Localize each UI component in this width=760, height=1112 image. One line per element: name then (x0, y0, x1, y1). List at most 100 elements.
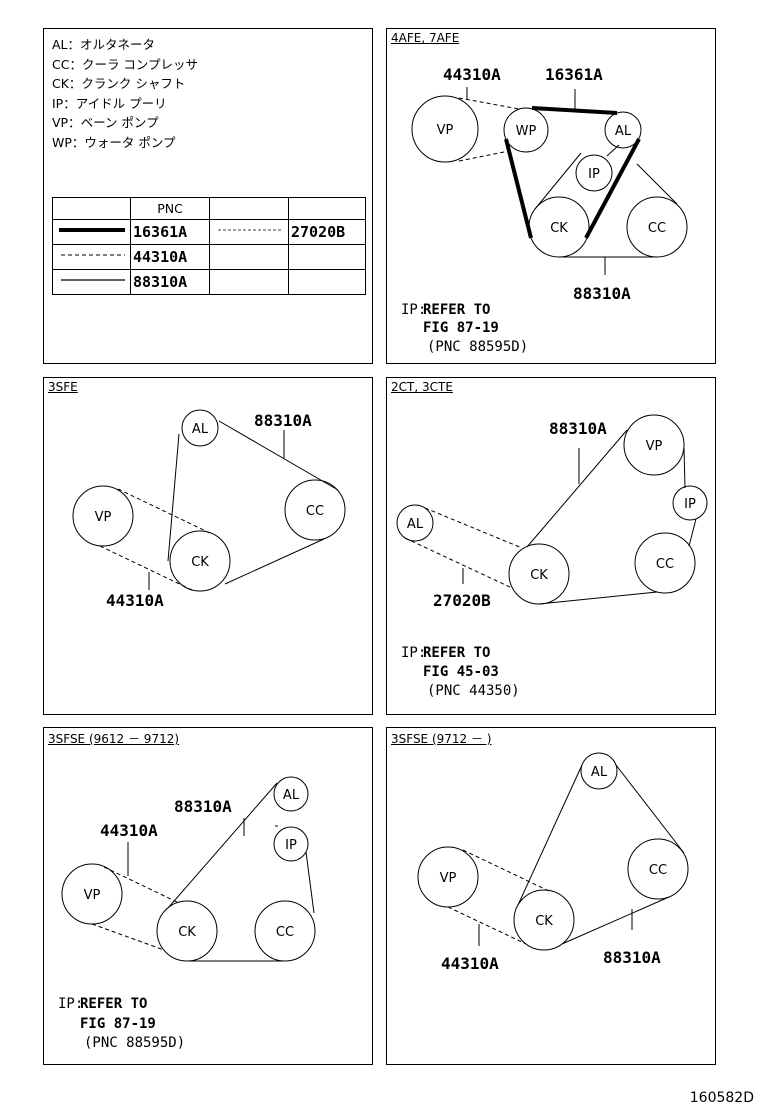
belt-diagram-3sfse-a: AL IP VP CK CC 88310A 44310A IP: REFER T… (58, 776, 316, 1051)
belt-88310a (615, 764, 685, 854)
label-ip: IP (285, 838, 297, 853)
belt-88310a (561, 896, 670, 945)
legend-panel: AL：オルタネータ CC：クーラ コンプレッサ CK：クランク シャフト IP：… (43, 28, 373, 364)
part-88310a: 88310A (174, 797, 232, 816)
label-ck: CK (550, 221, 568, 236)
label-ck: CK (191, 555, 209, 570)
label-ip: IP (684, 497, 696, 512)
cc-pulley (634, 532, 696, 594)
label-al: AL (407, 517, 424, 532)
belt-88310a (636, 163, 678, 205)
engine-tag: 3SFSE (9712 － ) (391, 732, 492, 746)
label-cc: CC (656, 557, 674, 572)
vp-pulley (623, 414, 685, 476)
part-27020b: 27020B (433, 591, 491, 610)
empty-cell (288, 244, 366, 270)
panel-2ct: 2CT, 3CTE VP IP AL CK CC 88310A 27020B I… (386, 377, 716, 715)
al-pulley (580, 752, 618, 790)
al-pulley (181, 409, 219, 447)
legend-item-vp: VP：ベーン ポンプ (52, 115, 159, 130)
ip-ref-line3: (PNC 88595D) (427, 339, 528, 355)
belt-44310a (99, 545, 193, 591)
belt-88310a (218, 420, 339, 491)
dashed-thin-swatch (209, 219, 289, 245)
pnc-header: PNC (130, 197, 210, 220)
label-al: AL (283, 788, 300, 803)
pnc-header-blank-2 (209, 197, 289, 220)
legend-item-ck: CK：クランク シャフト (52, 76, 186, 91)
cc-pulley (284, 479, 346, 541)
thick-line-swatch (52, 219, 131, 245)
belt-16361a (504, 138, 533, 239)
belt-88310a (224, 538, 325, 585)
legend-item-wp: WP：ウォータ ポンプ (52, 134, 176, 150)
ip-ref-prefix: IP: (401, 302, 426, 318)
ip-ref-line2: FIG 87-19 (80, 1016, 156, 1032)
part-88310a: 88310A (573, 284, 631, 303)
ck-pulley (513, 889, 575, 951)
part-88310a: 88310A (254, 411, 312, 430)
figure-number: 160582D (689, 1090, 754, 1106)
ip-ref-line2: FIG 87-19 (423, 320, 499, 336)
engine-tag: 2CT, 3CTE (391, 380, 453, 394)
part-44310a: 44310A (443, 65, 501, 84)
part-88310a: 88310A (549, 419, 607, 438)
belt-88310a (167, 782, 278, 909)
label-al: AL (615, 124, 632, 139)
ip-ref-line1: REFER TO (423, 302, 490, 318)
dashed-line-swatch (52, 244, 131, 270)
belt-44310a (117, 488, 213, 535)
ip-ref-line3: (PNC 44350) (427, 683, 520, 699)
vp-pulley (72, 485, 134, 547)
al-pulley (396, 504, 434, 542)
pnc-thin-value: 88310A (130, 269, 210, 295)
legend-item-cc: CC：クーラ コンプレッサ (52, 56, 199, 72)
belt-88310a (534, 152, 582, 210)
pnc-header-blank-3 (288, 197, 366, 220)
legend-item-ip: IP：アイドル プーリ (52, 95, 167, 111)
ip-ref-prefix: IP: (58, 996, 83, 1012)
belt-16361a (584, 138, 641, 239)
ip-pulley (273, 826, 309, 862)
al-pulley (273, 776, 309, 812)
belt-88310a (683, 447, 686, 489)
label-wp: WP (516, 124, 537, 139)
engine-tag: 3SFE (48, 380, 78, 394)
belt-44310a (91, 923, 165, 951)
pnc-table: PNC 16361A 27020B 44310A 88310A (52, 197, 366, 295)
label-ck: CK (178, 925, 196, 940)
belt-27020b (424, 507, 523, 549)
label-vp: VP (646, 439, 663, 454)
belt-88310a (606, 144, 620, 157)
belt-diagram-4afe: VP WP AL IP CK CC 44310A 16361A 88310A I… (401, 65, 688, 355)
part-16361a: 16361A (545, 65, 603, 84)
al-pulley (604, 111, 642, 149)
panel-3sfse-b: 3SFSE (9712 － ) AL VP CC CK 44310A 88310… (386, 727, 716, 1065)
belt-88310a (517, 764, 583, 906)
belt-88310a (305, 851, 315, 914)
cc-pulley (627, 838, 689, 900)
label-vp: VP (95, 510, 112, 525)
belt-44310a (462, 849, 552, 893)
label-al: AL (192, 422, 209, 437)
belt-44310a (103, 866, 180, 904)
legend-item-al: AL：オルタネータ (52, 37, 156, 52)
ip-ref-prefix: IP: (401, 645, 426, 661)
pnc-thick-value: 16361A (130, 219, 210, 245)
empty-cell (288, 269, 366, 295)
part-44310a: 44310A (100, 821, 158, 840)
ip-ref-line1: REFER TO (423, 645, 490, 661)
pnc-dashed-thin-value: 27020B (288, 219, 366, 245)
ip-ref-line3: (PNC 88595D) (84, 1035, 185, 1051)
belt-diagram-2ct: VP IP AL CK CC 88310A 27020B IP: REFER T… (396, 414, 708, 699)
pnc-header-blank (52, 197, 131, 220)
label-ck: CK (535, 914, 553, 929)
belt-27020b (404, 537, 513, 589)
wp-pulley (503, 107, 549, 153)
pnc-dashed-value: 44310A (130, 244, 210, 270)
ip-ref-line1: REFER TO (80, 996, 147, 1012)
label-al: AL (591, 765, 608, 780)
belt-diagram-3sfse-b: AL VP CC CK 44310A 88310A (417, 752, 689, 973)
vp-pulley (411, 95, 479, 163)
label-cc: CC (649, 863, 667, 878)
